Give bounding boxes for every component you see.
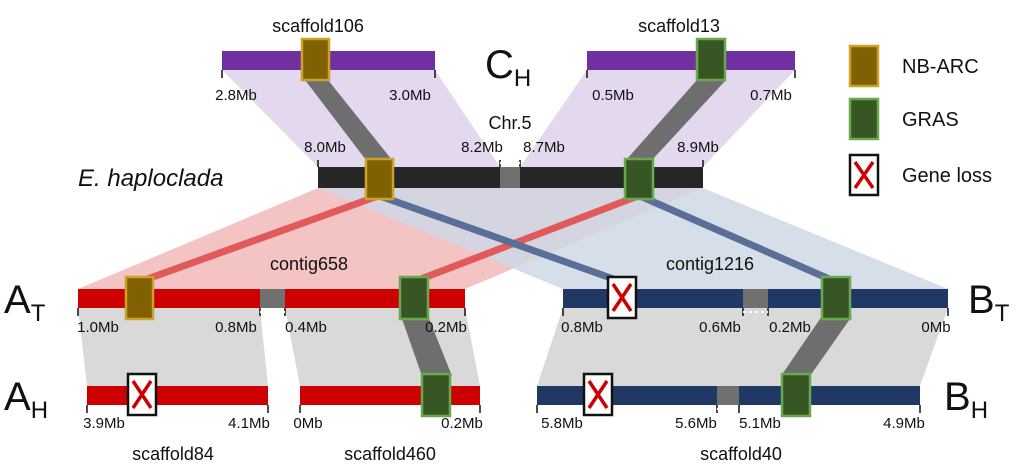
label-ch: CH — [485, 43, 531, 92]
label-ah: AH — [4, 375, 48, 424]
gene-nbarc-contig658 — [124, 275, 155, 321]
tick-label: 0.6Mb — [699, 319, 741, 336]
tick-label: 8.7Mb — [523, 139, 565, 156]
legend-gras-label: GRAS — [902, 109, 959, 131]
contig-names: scaffold106 scaffold13 Chr.5 contig658 c… — [78, 16, 782, 464]
label-bt: BT — [968, 278, 1010, 327]
gap-dashes — [260, 162, 768, 410]
legend: NB-ARC GRAS Gene loss — [848, 44, 992, 197]
legend-nbarc-swatch — [848, 44, 880, 88]
gene-loss-scaffold84 — [126, 372, 158, 417]
bar-scaffold40-left — [537, 386, 717, 405]
legend-loss-label: Gene loss — [902, 165, 992, 187]
name-scaffold13: scaffold13 — [638, 16, 720, 36]
bar-scaffold460 — [300, 386, 480, 405]
legend-nbarc-label: NB-ARC — [902, 56, 979, 78]
legend-gras-swatch — [848, 97, 880, 141]
ribbon-contig658-scaffold84 — [78, 308, 268, 386]
tick-label: 8.0Mb — [304, 139, 346, 156]
bar-contig1216-left — [563, 289, 743, 308]
tick-marks — [77, 70, 949, 413]
bar-reference-gap — [500, 167, 520, 188]
gene-gras-scaffold40 — [780, 372, 812, 418]
tick-label: 3.9Mb — [83, 415, 125, 432]
gene-nbarc-reference — [364, 157, 395, 201]
bar-contig658-right — [285, 289, 465, 308]
link-gras-scaffold13-ref — [626, 80, 726, 160]
bar-contig1216-right — [768, 289, 948, 308]
tick-label: 4.1Mb — [228, 415, 270, 432]
link-nbarc-scaffold106-ref — [305, 80, 392, 160]
bar-reference-right — [520, 167, 703, 188]
name-scaffold84: scaffold84 — [132, 444, 214, 464]
bar-contig658-left — [78, 289, 260, 308]
link-nbarc-ref-bt — [378, 192, 624, 286]
name-contig658: contig658 — [270, 254, 348, 274]
tick-label: 5.8Mb — [541, 415, 583, 432]
legend-loss-swatch — [848, 153, 880, 197]
tick-label: 4.9Mb — [883, 415, 925, 432]
tick-label: 0.4Mb — [285, 319, 327, 336]
bar-scaffold13 — [587, 51, 795, 70]
link-gras-ref-bt — [638, 192, 838, 286]
gene-gras-scaffold460 — [420, 372, 452, 418]
bar-reference-left — [318, 167, 500, 188]
tick-label: 0.7Mb — [750, 87, 792, 104]
genes — [124, 37, 852, 418]
tick-label: 3.0Mb — [389, 87, 431, 104]
tick-label: 0.2Mb — [441, 415, 483, 432]
subgenome-labels: CH AT AH BT BH — [4, 43, 1010, 424]
tick-label: 8.9Mb — [677, 139, 719, 156]
gene-gras-reference — [623, 157, 655, 201]
tick-label: 2.8Mb — [215, 87, 257, 104]
name-scaffold40: scaffold40 — [700, 444, 782, 464]
tick-label: 0.8Mb — [561, 319, 603, 336]
bar-contig658-gap — [260, 289, 285, 308]
tick-label: 1.0Mb — [77, 319, 119, 336]
tick-label: 0.2Mb — [425, 319, 467, 336]
ribbon-scaffold106-ref — [222, 70, 500, 167]
tick-label: 0.2Mb — [769, 319, 811, 336]
tick-label: 0.5Mb — [592, 87, 634, 104]
gene-gras-contig658 — [398, 275, 430, 321]
name-scaffold460: scaffold460 — [344, 444, 436, 464]
bar-scaffold40-right — [739, 386, 920, 405]
label-at: AT — [4, 278, 46, 327]
link-gras-contig1216-scaffold40 — [781, 316, 852, 376]
gene-gras-scaffold13 — [695, 37, 727, 82]
species-name: E. haploclada — [78, 165, 223, 192]
ribbon-contig1216-scaffold40 — [537, 308, 948, 386]
tick-label: 0.8Mb — [215, 319, 257, 336]
gene-loss-contig1216 — [606, 275, 638, 320]
tick-label: 5.1Mb — [739, 415, 781, 432]
gene-gras-contig1216 — [820, 275, 852, 321]
link-gras-contig658-scaffold460 — [401, 316, 452, 376]
link-gras-ref-at — [411, 192, 640, 286]
bar-contig1216-gap — [743, 289, 768, 308]
name-scaffold106: scaffold106 — [272, 16, 364, 36]
gene-loss-scaffold40 — [582, 372, 614, 417]
ribbon-scaffold13-ref — [520, 70, 795, 167]
name-contig1216: contig1216 — [666, 254, 754, 274]
label-bh: BH — [944, 375, 988, 424]
tick-label: 0Mb — [921, 319, 950, 336]
gene-nbarc-scaffold106 — [300, 37, 331, 82]
tick-label: 5.6Mb — [675, 415, 717, 432]
tick-label: 0Mb — [293, 415, 322, 432]
tick-label: 8.2Mb — [461, 139, 503, 156]
gene-links — [137, 80, 852, 376]
link-nbarc-ref-at — [137, 192, 380, 286]
bar-scaffold84 — [87, 386, 268, 405]
bar-scaffold40-gap — [717, 386, 739, 405]
tick-labels: 2.8Mb 3.0Mb 0.5Mb 0.7Mb 8.0Mb 8.2Mb 8.7M… — [77, 87, 950, 432]
name-chr5: Chr.5 — [488, 113, 531, 133]
